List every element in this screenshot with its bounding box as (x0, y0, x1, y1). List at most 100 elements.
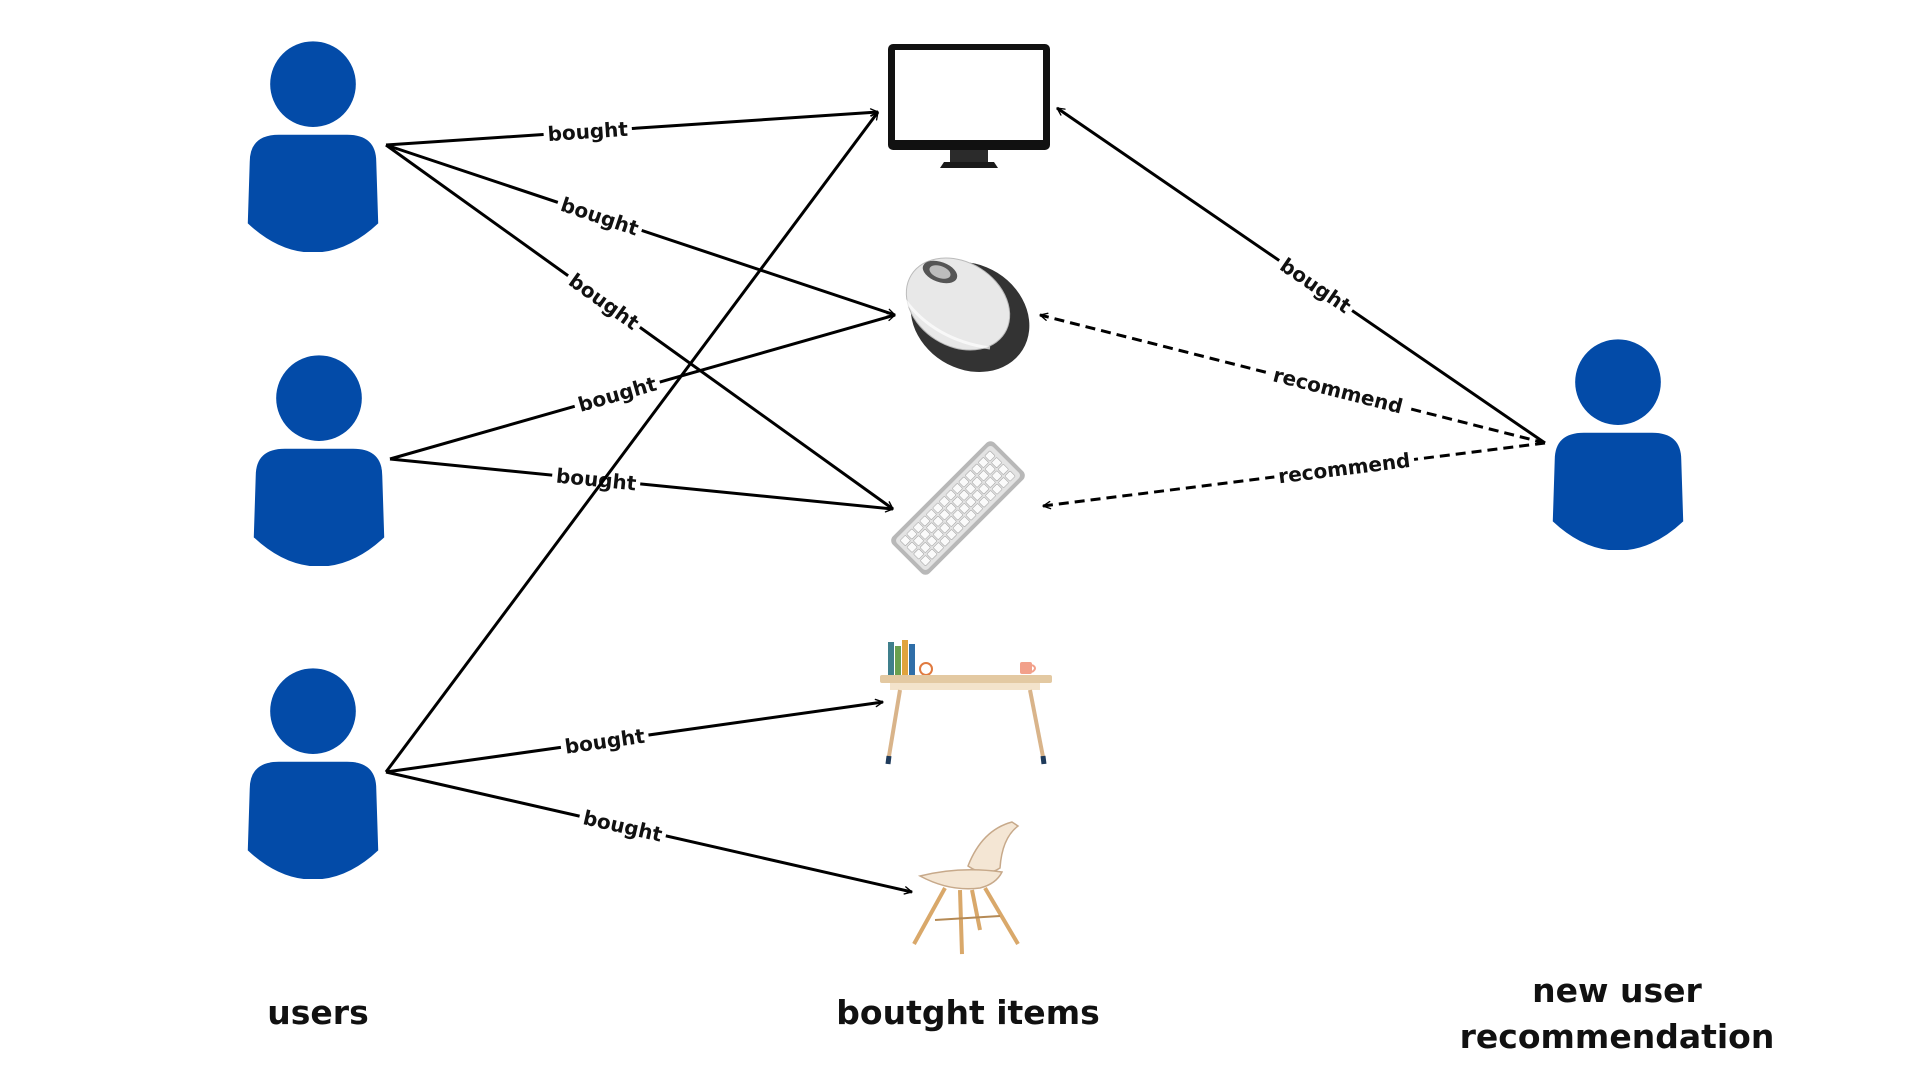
keyboard-key (978, 470, 989, 481)
keyboard-icon (891, 441, 1025, 575)
keyboard-key (926, 509, 937, 520)
keyboard-key (906, 528, 918, 540)
edge-label-group: bought (559, 723, 651, 760)
keyboard-key (946, 529, 957, 540)
edge-label-recommend: recommend (1271, 363, 1406, 419)
edge-label-background (1266, 361, 1410, 420)
edge-label-group: bought (576, 804, 669, 848)
keyboard-key (913, 522, 924, 533)
keyboard-key (985, 477, 996, 488)
keyboard-key (932, 516, 944, 527)
users-caption: users (267, 993, 368, 1032)
keyboard-key (965, 483, 976, 494)
items-caption: boutght items (836, 993, 1099, 1032)
keyboard-key (933, 542, 944, 553)
keyboard-key (919, 515, 931, 527)
keyboard-key (978, 496, 990, 508)
keyboard-key (919, 529, 931, 540)
keyboard-key (933, 529, 944, 540)
edge-label-group: bought (1272, 250, 1359, 321)
edge-label-background (1272, 250, 1359, 321)
keyboard-key (991, 483, 1003, 495)
edge-label-background (554, 191, 646, 242)
keyboard-key (971, 477, 983, 488)
edge-label-bought: bought (558, 192, 642, 240)
keyboard-key (978, 483, 989, 495)
user-3-person-icon (247, 668, 379, 879)
keyboard-key (946, 516, 957, 527)
edge-label-background (561, 265, 647, 338)
keyboard-key (913, 535, 924, 546)
edge-label-group: bought (554, 191, 646, 242)
keyboard-key (998, 464, 1009, 475)
edge-label-group: bought (571, 370, 664, 418)
edge-label-background (571, 370, 664, 418)
user-1-person-icon (247, 41, 379, 252)
edge-label-group: bought (561, 265, 647, 338)
edge-label-recommend: recommend (1277, 448, 1412, 488)
edge-label-group: recommend (1272, 447, 1416, 489)
keyboard-key (926, 548, 938, 560)
keyboard-key (932, 502, 944, 514)
edge-label-bought: bought (1276, 253, 1356, 319)
keyboard-key (913, 548, 924, 560)
edge-label-background (542, 116, 633, 147)
keyboard-key (952, 522, 964, 534)
edge-new-user-to-keyboard (1042, 441, 1546, 510)
edge-label-bought: bought (575, 372, 659, 417)
keyboard-key (926, 535, 937, 547)
keyboard-key (978, 457, 989, 468)
chair-icon (912, 821, 1020, 955)
keyboard-key (920, 542, 931, 553)
edge-label-bought: bought (564, 268, 644, 335)
keyboard-key (972, 503, 983, 514)
edge-label-background (551, 463, 642, 496)
edge-user-3-to-monitor (384, 111, 880, 773)
keyboard-key (952, 496, 963, 507)
keyboard-key (939, 496, 950, 507)
keyboard-key (985, 490, 996, 501)
keyboard-key (939, 535, 951, 547)
edge-label-background (576, 804, 669, 848)
edge-label-background (559, 723, 651, 760)
keyboard-key (998, 477, 1009, 488)
edge-label-group: bought (542, 116, 633, 147)
keyboard-key (952, 509, 963, 521)
desk-icon (880, 640, 1052, 765)
keyboard-key (906, 542, 918, 553)
edge-label-bought: bought (547, 117, 629, 146)
new-user-person-icon (1552, 339, 1684, 550)
keyboard-key (939, 509, 950, 520)
keyboard-key (984, 450, 996, 462)
mouse-icon (903, 257, 1030, 372)
edge-user-1-to-monitor (385, 108, 879, 147)
keyboard-key (959, 516, 970, 527)
monitor-icon (888, 44, 1050, 168)
edge-label-background (1272, 447, 1416, 489)
user-2-person-icon (253, 355, 385, 566)
keyboard-key (991, 457, 1002, 468)
keyboard-key (920, 555, 931, 566)
keyboard-key (926, 522, 937, 533)
new-user-caption-line2: recommendation (1460, 1017, 1775, 1056)
keyboard-key (958, 490, 970, 501)
keyboard-key (939, 522, 950, 534)
keyboard-key (945, 503, 957, 514)
edge-label-group: recommend (1266, 361, 1410, 420)
keyboard-key (984, 463, 996, 475)
keyboard-key (965, 470, 976, 481)
keyboard-key (972, 490, 983, 501)
keyboard-key (959, 503, 970, 514)
keyboard-key (900, 535, 911, 546)
edge-user-2-to-keyboard (389, 457, 894, 513)
keyboard-key (965, 509, 977, 521)
keyboard-key (1004, 470, 1016, 482)
keyboard-key (971, 463, 983, 475)
keyboard-key (958, 476, 970, 488)
edge-label-bought: bought (563, 724, 646, 759)
new-user-caption-line1: new user (1532, 971, 1702, 1010)
keyboard-key (991, 470, 1003, 482)
keyboard-key (945, 489, 957, 501)
keyboard-key (952, 483, 963, 494)
